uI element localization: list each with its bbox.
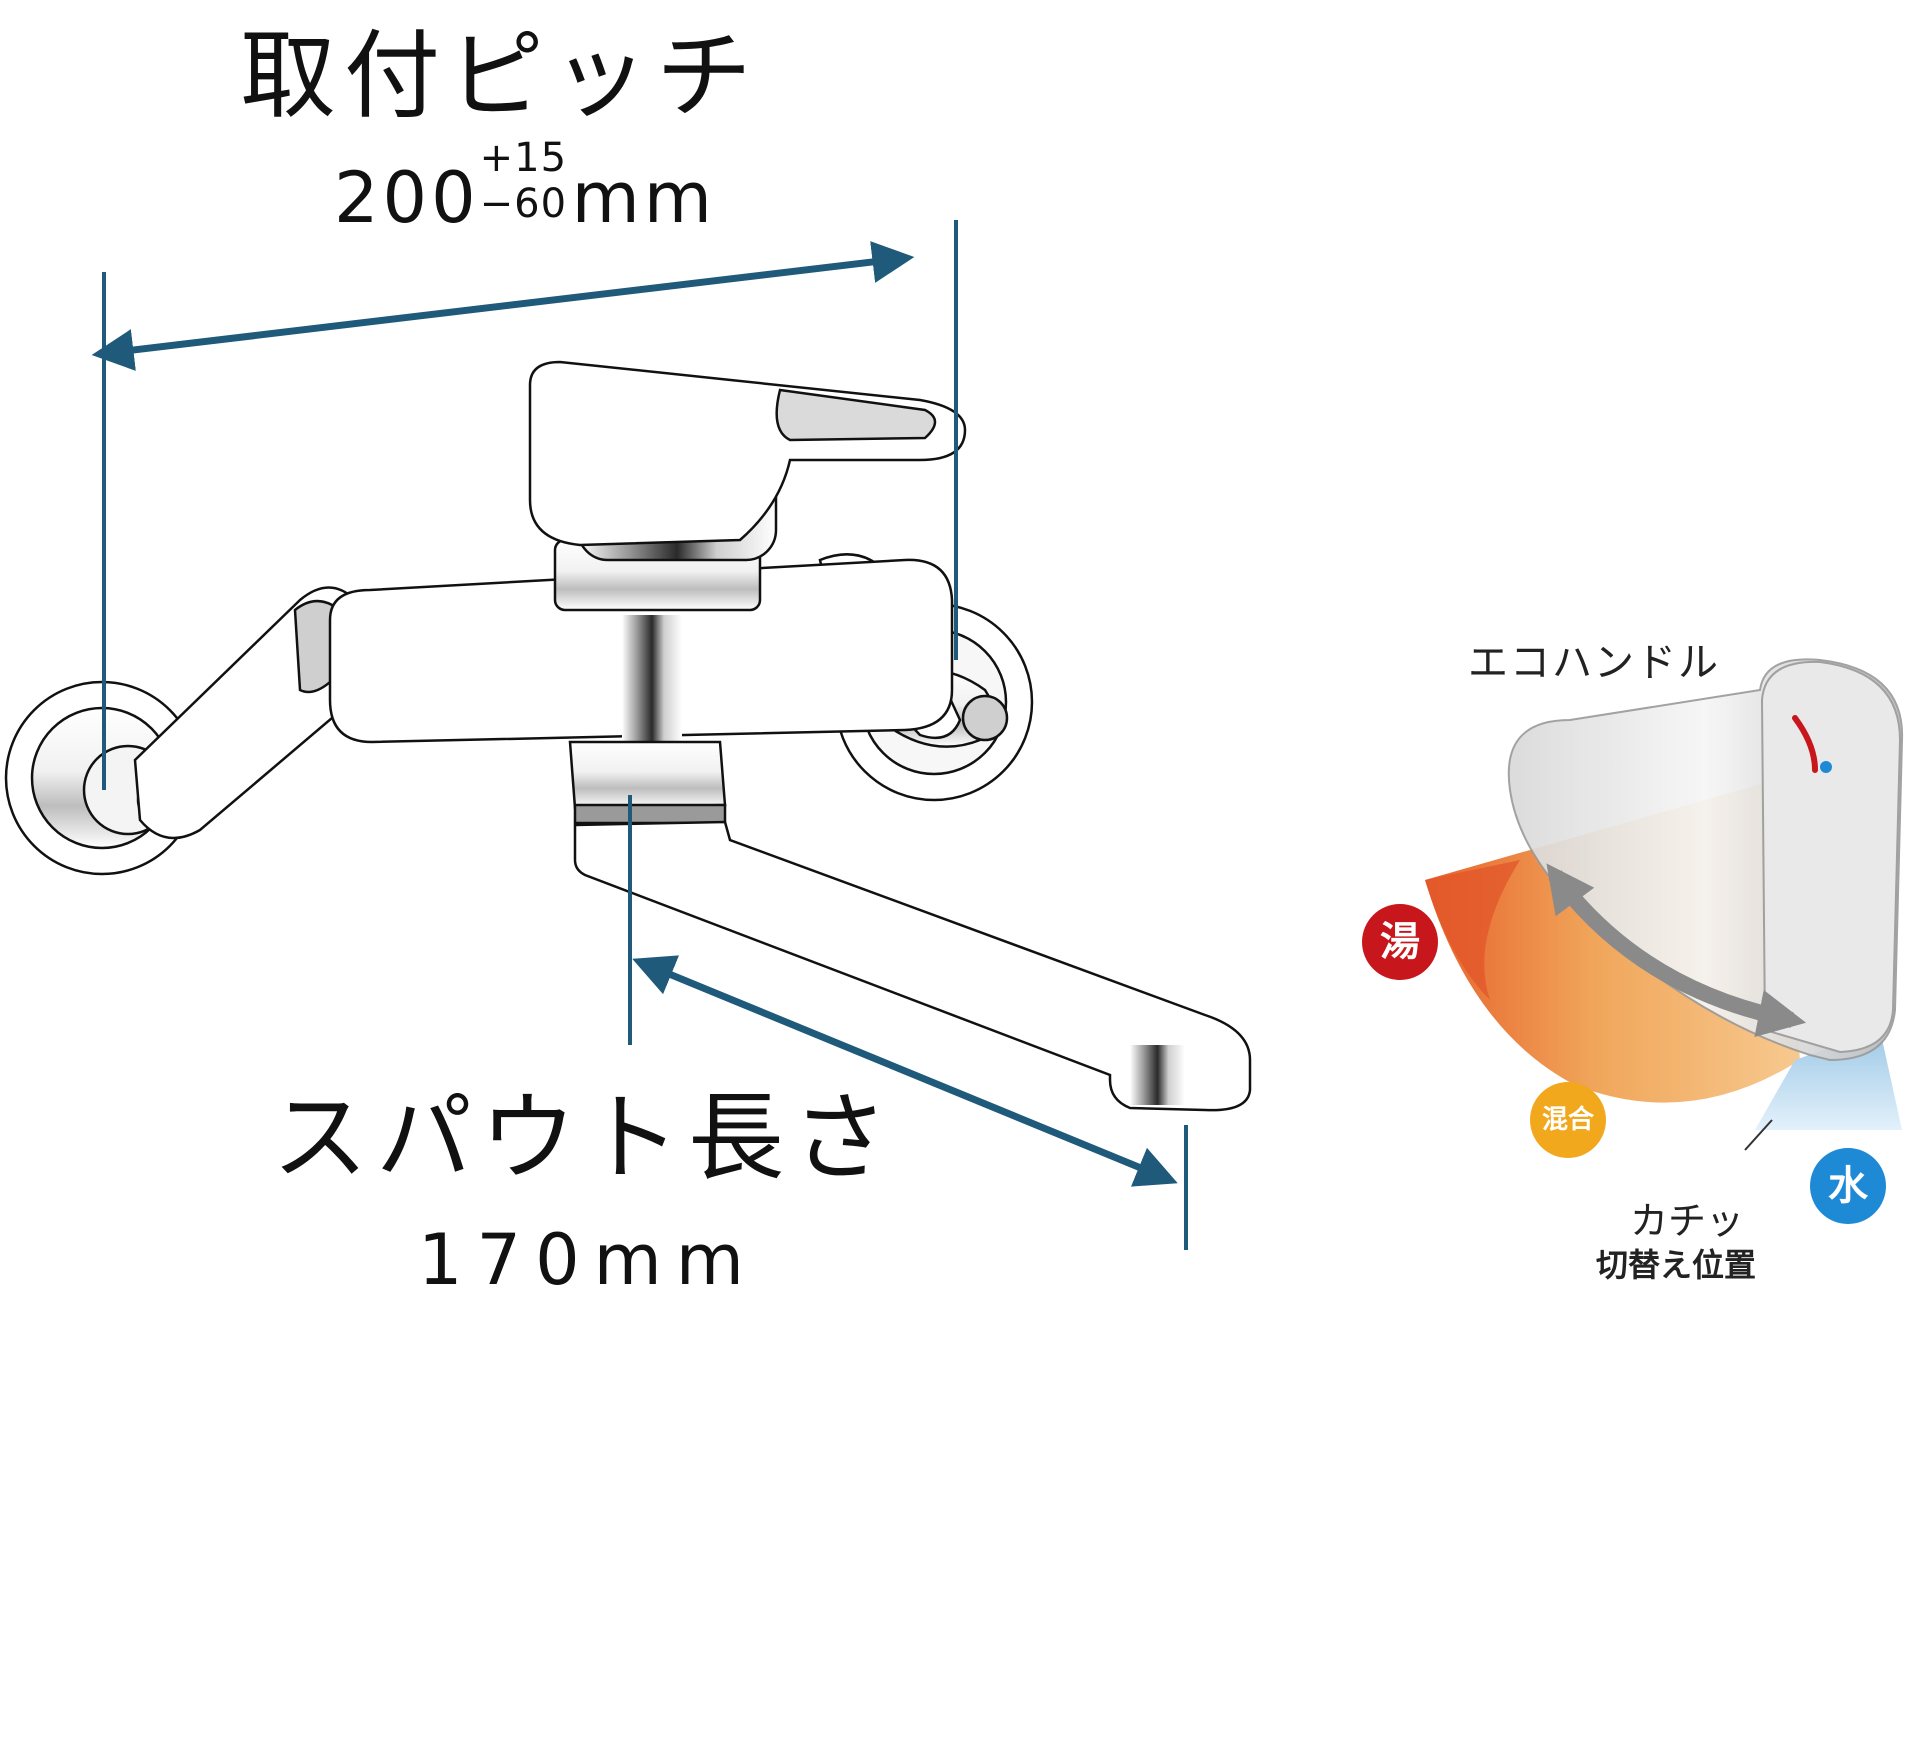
water-stream	[1755, 1030, 1902, 1130]
mounting-pitch-number: 200	[334, 157, 480, 239]
coupling-nut	[568, 740, 727, 810]
swing-arrow	[1546, 863, 1807, 1038]
eco-handle-title: エコハンドル	[1468, 640, 1720, 686]
pitch-arrow	[91, 241, 915, 371]
mounting-pitch-unit: mm	[571, 157, 716, 239]
mix-badge: 混合	[1530, 1082, 1606, 1158]
lever-handle	[528, 360, 967, 547]
spout-length-heading: スパウト長さ	[272, 1082, 896, 1194]
mounting-pitch-dimension	[91, 220, 958, 790]
cold-badge: 水	[1810, 1148, 1886, 1224]
hot-indicator-mark	[1792, 715, 1818, 773]
eco-handle-illustration	[1425, 658, 1904, 1151]
tolerance-plus: +15	[479, 135, 568, 181]
spout-length-dimension	[628, 795, 1188, 1250]
spout-arrow	[632, 955, 1178, 1187]
mounting-pitch-tolerance: +15−60	[479, 138, 572, 228]
switch-position-label: 切替え位置	[1596, 1246, 1757, 1284]
spout-length-value: 170mm	[418, 1219, 758, 1301]
click-label: カチッ	[1630, 1199, 1745, 1243]
click-pointer-line	[1744, 1119, 1773, 1151]
mounting-pitch-heading: 取付ピッチ	[240, 20, 760, 132]
hot-badge: 湯	[1362, 904, 1438, 980]
cold-indicator-dot	[1820, 761, 1832, 773]
tolerance-minus: −60	[479, 181, 568, 227]
